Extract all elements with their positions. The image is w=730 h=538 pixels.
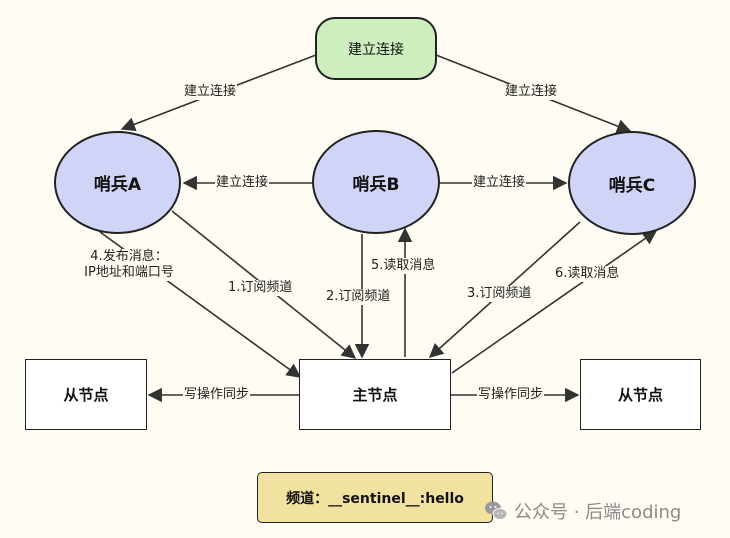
watermark-text: 公众号 · 后端coding (514, 502, 682, 523)
sentinel-a-label: 哨兵A (93, 175, 142, 195)
edge-label-c-subscribe: 3.订阅频道 (466, 286, 533, 302)
master-node: 主节点 (299, 359, 451, 430)
channel-label: 频道：__sentinel__:hello (286, 490, 464, 507)
edge-label-b-to-c: 建立连接 (472, 175, 527, 191)
slave-node-left: 从节点 (25, 359, 147, 430)
edge-sentinel-c-read (451, 230, 658, 374)
slave-right-label: 从节点 (617, 386, 663, 404)
slave-left-label: 从节点 (63, 386, 109, 404)
slave-node-right: 从节点 (580, 359, 701, 430)
edge-label-b-read: 5.读取消息 (370, 258, 437, 274)
watermark: 公众号 · 后端coding (484, 498, 681, 524)
start-node-label: 建立连接 (348, 41, 404, 58)
edge-label-sentinel-a-publish: 4.发布消息： IP地址和端口号 (66, 249, 192, 281)
edge-label-c-read: 6.读取消息 (554, 266, 621, 282)
edge-label-a-subscribe: 1.订阅频道 (227, 280, 294, 296)
sentinel-c-node: 哨兵C (568, 131, 696, 235)
edge-label-start-to-c: 建立连接 (504, 84, 559, 100)
start-node: 建立连接 (315, 17, 437, 80)
edge-label-sync-left: 写操作同步 (183, 387, 251, 403)
master-label: 主节点 (352, 386, 398, 404)
sentinel-a-node: 哨兵A (54, 131, 181, 234)
sentinel-b-node: 哨兵B (312, 130, 440, 234)
sentinel-b-label: 哨兵B (352, 174, 400, 195)
edge-label-b-subscribe: 2.订阅频道 (325, 289, 392, 305)
sentinel-c-label: 哨兵C (608, 175, 656, 196)
wechat-icon (484, 500, 508, 522)
edge-label-sync-right: 写操作同步 (477, 387, 545, 403)
channel-box: 频道：__sentinel__:hello (257, 472, 493, 523)
edge-label-b-to-a: 建立连接 (215, 175, 270, 191)
publish-label-line1: 4.发布消息： (90, 249, 168, 264)
publish-label-line2: IP地址和端口号 (84, 265, 174, 280)
edge-label-start-to-a: 建立连接 (183, 84, 238, 100)
